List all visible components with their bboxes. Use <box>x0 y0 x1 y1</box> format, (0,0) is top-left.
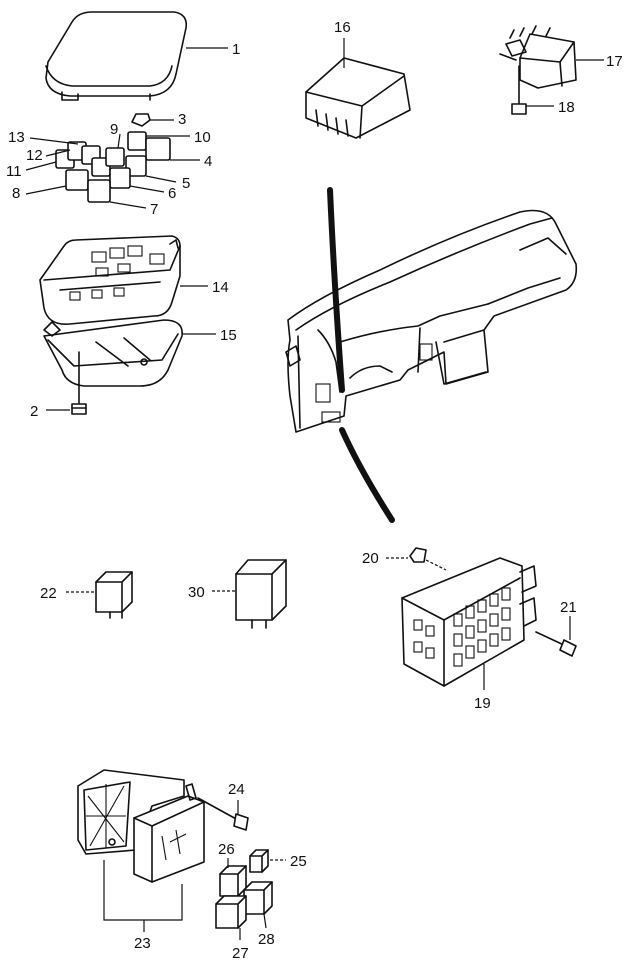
part-fuse-box-cover <box>45 11 188 101</box>
part-screw-21 <box>535 631 577 657</box>
callout-numbers: 1 2 3 4 5 6 7 8 9 10 11 12 13 14 15 16 1… <box>6 19 623 962</box>
part-relay-22 <box>95 571 133 619</box>
callout-6: 6 <box>168 185 176 202</box>
callout-10: 10 <box>194 129 211 146</box>
callout-1: 1 <box>232 41 240 58</box>
callout-18: 18 <box>558 99 575 116</box>
callout-27: 27 <box>232 945 249 962</box>
part-control-module <box>305 57 411 139</box>
part-fuse-box-lower-case <box>43 319 183 387</box>
callout-12: 12 <box>26 147 43 164</box>
callout-2: 2 <box>30 403 38 420</box>
callout-28: 28 <box>258 931 275 948</box>
callout-8: 8 <box>12 185 20 202</box>
callout-21: 21 <box>560 599 577 616</box>
callout-7: 7 <box>150 201 158 218</box>
callout-14: 14 <box>212 279 229 296</box>
callout-20: 20 <box>362 550 379 567</box>
callout-4: 4 <box>204 153 212 170</box>
callout-25: 25 <box>290 853 307 870</box>
part-mini-relays <box>55 113 171 203</box>
harness-leads <box>327 187 395 523</box>
callout-26: 26 <box>218 841 235 858</box>
part-screw-24 <box>197 797 249 831</box>
part-dashboard <box>285 209 578 433</box>
callout-17: 17 <box>606 53 623 70</box>
callout-30: 30 <box>188 584 205 601</box>
callout-19: 19 <box>474 695 491 712</box>
callout-13: 13 <box>8 129 25 146</box>
callout-11: 11 <box>6 163 22 180</box>
part-fuse-box <box>39 235 181 325</box>
leader-lines <box>25 38 604 940</box>
callout-15: 15 <box>220 327 237 344</box>
callout-9: 9 <box>110 121 118 138</box>
part-bolt-2 <box>71 351 87 415</box>
part-screw-18 <box>511 65 527 115</box>
callout-23: 23 <box>134 935 151 952</box>
part-relay-bracket <box>77 769 205 883</box>
callout-16: 16 <box>334 19 351 36</box>
callout-22: 22 <box>40 585 57 602</box>
callout-3: 3 <box>178 111 186 128</box>
part-relay-17 <box>499 25 577 89</box>
part-junction-block <box>401 557 537 687</box>
callout-5: 5 <box>182 175 190 192</box>
part-clip-20 <box>409 547 427 563</box>
part-relay-30 <box>235 559 287 629</box>
part-relays-25-28 <box>215 849 273 929</box>
callout-24: 24 <box>228 781 245 798</box>
